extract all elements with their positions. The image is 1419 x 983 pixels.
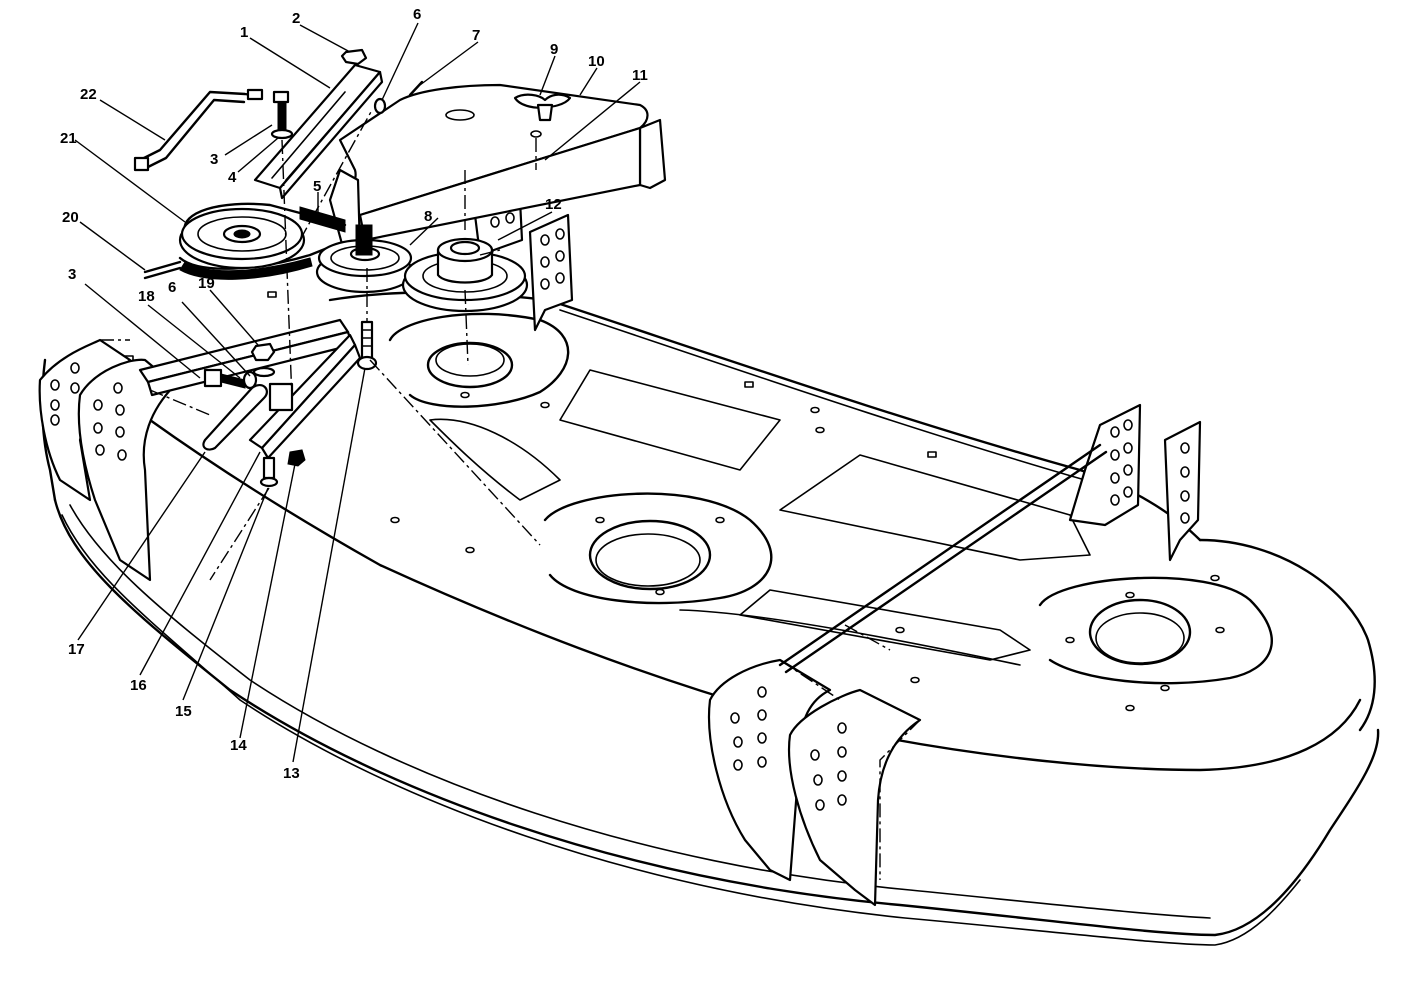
carriage-bolt-13 — [356, 320, 378, 371]
screw-15 — [259, 456, 279, 488]
idler-arm-bracket — [253, 63, 384, 200]
callout-19: 19 — [198, 275, 215, 292]
callout-21: 21 — [60, 130, 77, 147]
idler-bracket-16 — [248, 333, 362, 460]
lock-nut — [340, 48, 368, 66]
assembly-center-lines — [100, 109, 921, 880]
baffle-holes-right — [730, 686, 847, 811]
callout-20: 20 — [62, 209, 79, 226]
nut-14 — [287, 449, 306, 467]
callout-17: 17 — [68, 641, 85, 658]
rear-mounting-bracket-right — [1068, 403, 1202, 562]
callout-12: 12 — [545, 196, 562, 213]
callout-22: 22 — [80, 86, 97, 103]
pin-20 — [143, 260, 182, 280]
callout-5: 5 — [313, 178, 321, 195]
front-baffle-plate-left — [38, 338, 177, 582]
v-belt — [178, 202, 347, 280]
mower-deck-housing — [41, 291, 1380, 946]
callout-leader-lines — [74, 22, 641, 763]
spacer-6-lower — [242, 370, 258, 390]
spacer-upper — [373, 97, 387, 115]
callout-4: 4 — [228, 169, 237, 186]
baffle-holes-left — [50, 362, 127, 461]
callout-13: 13 — [283, 765, 300, 782]
belt-guard-cover — [328, 83, 667, 257]
callout-8: 8 — [424, 208, 432, 225]
engine-drive-pulley — [178, 207, 306, 270]
hex-nut-19 — [250, 342, 276, 378]
callout-6: 6 — [168, 279, 176, 296]
belt-tension-rod — [133, 88, 264, 172]
callout-1: 1 — [240, 24, 248, 41]
callout-16: 16 — [130, 677, 147, 694]
idler-pulley — [315, 224, 415, 294]
callout-3: 3 — [210, 151, 218, 168]
callout-2: 2 — [292, 10, 300, 27]
callout-7: 7 — [472, 27, 480, 44]
deck-lift-rod — [778, 443, 1108, 674]
belt-guide-17 — [202, 383, 268, 451]
callout-14: 14 — [230, 737, 247, 754]
deck-mounting-holes — [124, 178, 1225, 712]
callout-labels: 1 2 3 3 4 5 6 6 7 8 9 10 11 12 13 14 15 … — [60, 6, 648, 782]
callout-11: 11 — [632, 67, 648, 84]
callout-10: 10 — [588, 53, 605, 70]
front-baffle-plate-right — [707, 658, 922, 907]
callout-15: 15 — [175, 703, 192, 720]
callout-9: 9 — [550, 41, 558, 58]
callout-6: 6 — [413, 6, 421, 23]
pivot-block — [268, 382, 294, 412]
hex-bolt-18 — [203, 368, 246, 389]
wing-nut — [513, 93, 572, 138]
deck-spindle-wells — [388, 312, 1273, 685]
callout-18: 18 — [138, 288, 155, 305]
spindle-pulley — [401, 237, 529, 313]
shoulder-bolt-upper — [270, 90, 294, 140]
callout-3: 3 — [68, 266, 76, 283]
